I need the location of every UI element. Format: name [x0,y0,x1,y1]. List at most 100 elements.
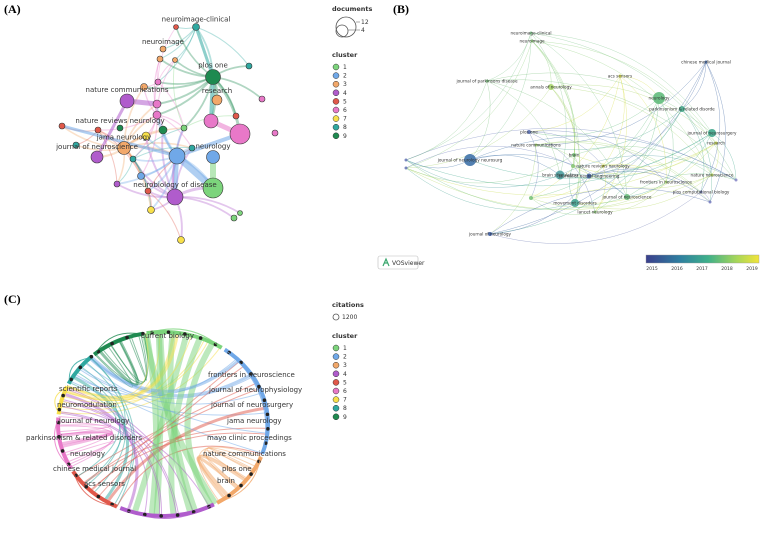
node-label-c: neurology [70,450,105,458]
ring-node [262,398,267,402]
edge-a [153,58,161,116]
legend-a-size-circle-small [335,24,349,38]
legend-c-cluster-swatch [332,344,340,352]
node-neuroimage [530,39,534,43]
edge-b [405,132,713,187]
ring-node [110,341,114,346]
edge-a [132,158,152,211]
node-a-21 [94,126,102,134]
node-journal-of-neurology-neurosurg [464,154,476,166]
node-a-27 [144,187,152,195]
legend-a-cluster-label: 5 [343,98,347,105]
edge-b [602,75,625,167]
edge-a [97,114,158,131]
node-research [714,141,718,145]
legend-a-cluster-swatch [332,63,340,71]
node-lancet-neurology [593,210,597,214]
edge-b [405,80,488,161]
legend-a-cluster-title: cluster [332,51,358,59]
edge-b [531,40,717,144]
ring-node [175,513,180,517]
node-label-b: chinese medical journal [681,60,731,65]
edge-a [156,59,176,116]
node-a-31 [237,210,243,216]
ring-node [183,332,187,336]
node-neurobiology-of-disease [166,188,184,206]
chord-c [128,336,147,381]
ring-node [61,393,65,398]
node-label-c: scientific reports [59,385,118,393]
vosviewer-logo-icon [382,257,390,267]
node-label-a: nature communications [86,86,169,94]
legend-c-cluster-label: 1 [343,345,347,352]
node-label-b: journal of neurology neurosurg [437,158,503,163]
edge-b [528,131,604,167]
node-a-20 [140,83,148,91]
node-a-38 [173,24,179,30]
legend-c-size-circle [332,313,340,321]
node-plos-one [527,130,531,134]
node-label-b: research [707,141,725,146]
edge-b [588,170,711,203]
panel-b-edges [405,32,737,244]
edge-b [405,159,471,169]
chord-c [143,332,160,516]
edge-a-strong [60,124,179,158]
colorbar-tick: 2019 [746,266,758,272]
node-a-16 [158,125,168,135]
node-label-c: brain [217,477,235,485]
node-label-b: journal of neuroscience [602,195,652,200]
edge-a-strong [175,132,242,158]
edge-b [573,142,717,168]
edge-b [528,131,596,213]
node-label-c: nature communications [203,450,286,458]
node-neurology [206,150,220,164]
node-a-23 [72,141,80,149]
edge-b [405,167,713,211]
edge-b [486,79,737,181]
edge-a [195,26,250,67]
edge-b [574,142,717,204]
chord-c [58,421,113,454]
chord-c [58,425,115,468]
ring-node [266,427,270,431]
legend-a-cluster-swatch [332,72,340,79]
edge-b [531,40,713,176]
edge-b [711,142,719,176]
chord-c [198,446,262,502]
edge-b [469,154,561,176]
chord-c [83,357,126,485]
edge-a-strong [95,99,129,159]
edge-b [594,75,628,213]
node-a-22 [58,122,66,130]
edge-b [530,75,621,199]
chord-c [64,440,115,463]
node-label-a: neuroimage [142,38,184,46]
legend-c-cluster-title: cluster [332,332,358,340]
node-journal-of-neurosurgery [708,129,716,137]
chord-c [82,387,261,484]
edge-a [97,129,118,185]
edge-b [602,163,667,183]
panel-c-ring [54,328,270,519]
node-jama-neurology [117,141,131,155]
node-annals-of-neurology [548,84,554,90]
ring-loop [148,328,221,348]
node-acs-sensors [618,74,622,78]
panel-c-edges [58,331,268,517]
node-label-b: nature communications [511,143,561,148]
edge-b [405,159,561,188]
node-a-25 [137,172,145,180]
colorbar-tick: 2016 [671,266,683,272]
legend-c-cluster-swatch [332,413,340,421]
node-chinese-medical-journal [704,60,708,64]
chord-c [60,432,114,446]
node-journal-of-neuroscience [624,194,630,200]
ring-node [69,377,73,382]
ring-node [227,493,231,498]
node-label-a: journal of neuroscience [55,143,138,151]
colorbar-tick: 2018 [721,266,733,272]
ring-node [96,494,101,499]
